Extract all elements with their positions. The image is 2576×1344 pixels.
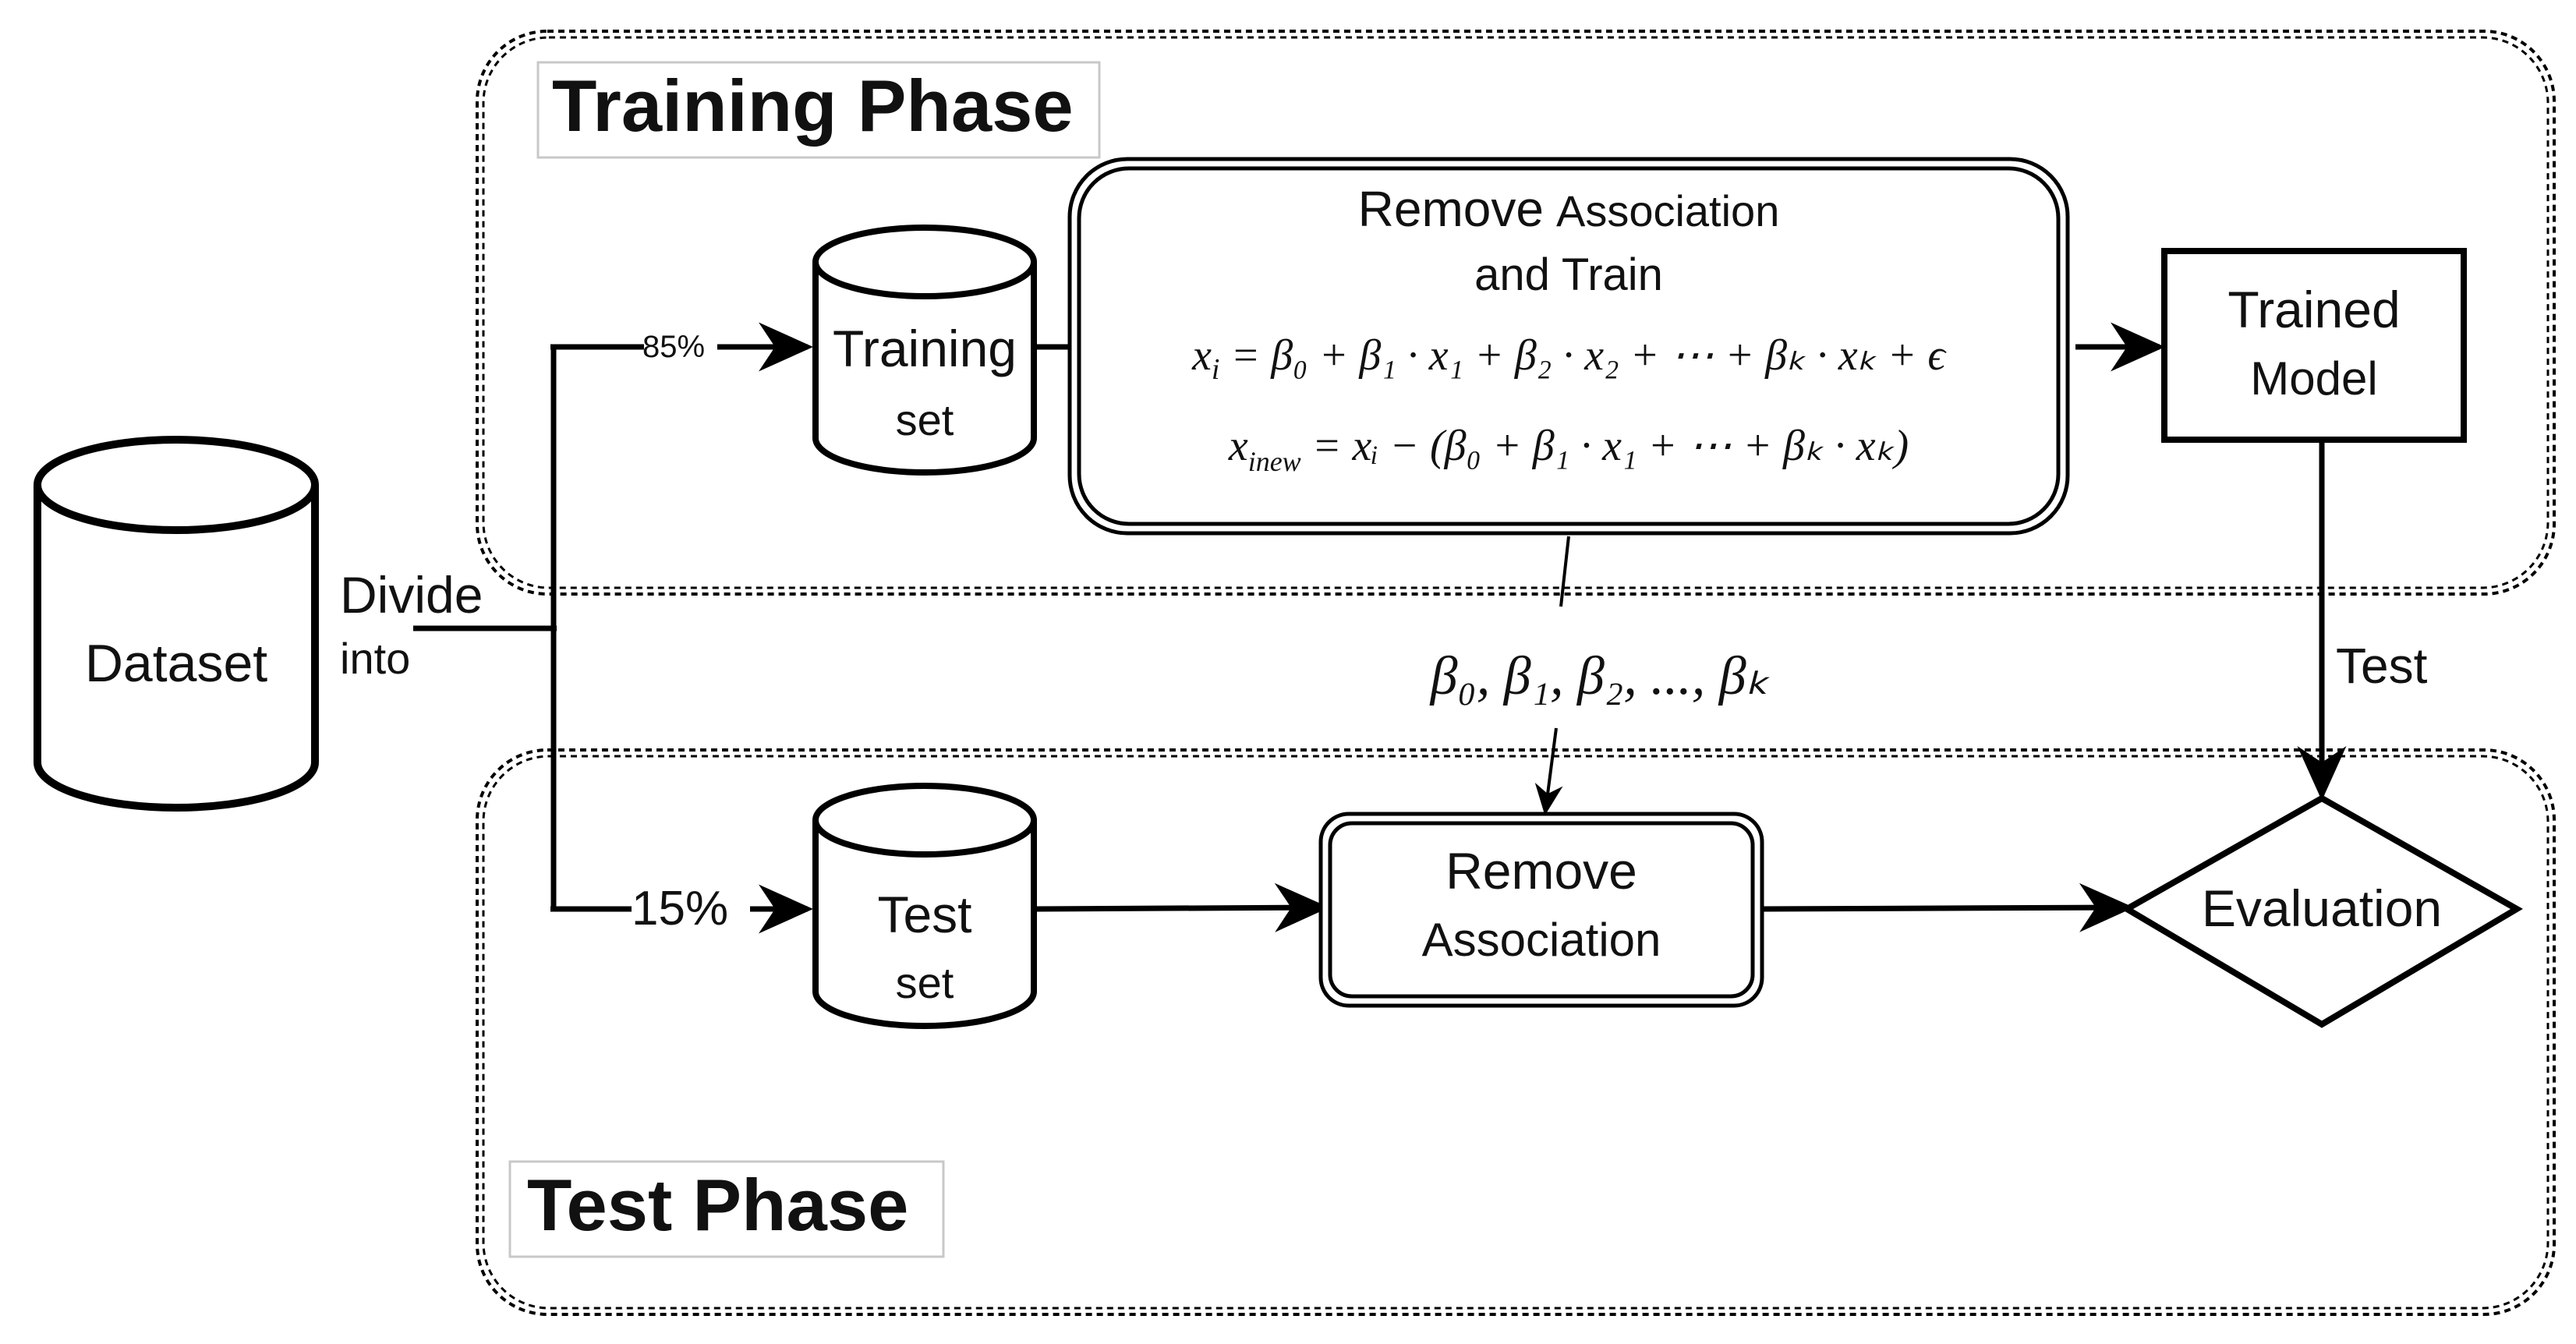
remove-and-train-node	[1067, 157, 2070, 536]
training-phase-title-text: Training Phase	[552, 65, 1074, 147]
evaluation-label: Evaluation	[2202, 879, 2442, 937]
test-edge-label: Test	[2336, 638, 2428, 694]
trained-model-node	[2161, 248, 2467, 443]
remove-association-label-line2: Association	[1422, 914, 1661, 966]
divide-label-line2: into	[340, 634, 410, 683]
split-test-percent: 15%	[632, 882, 728, 935]
test-phase-container	[476, 748, 2556, 1316]
test-set-label-line1: Test	[877, 886, 971, 943]
split-train-percent: 85%	[642, 330, 705, 364]
dataset-node	[34, 436, 319, 812]
test-phase-title-text: Test Phase	[527, 1164, 908, 1246]
trained-model-label-line2: Model	[2250, 352, 2377, 405]
evaluation-node	[2121, 794, 2523, 1028]
trained-model-label-line1: Trained	[2227, 281, 2400, 338]
test-set-to-remove-assoc-arrow	[1035, 882, 1329, 932]
regression-equation: xi = β₀ + β₁ · x₁ + β₂ · x₂ + ⋯ + βₖ · x…	[1191, 331, 1947, 386]
test-set-label-line2: set	[896, 958, 954, 1007]
dataset-label: Dataset	[85, 634, 267, 693]
training-phase-title: Training Phase	[536, 61, 1101, 159]
training-set-label-line2: set	[896, 395, 954, 444]
training-set-label-line1: Training	[833, 320, 1017, 377]
coefficients-arrow	[1534, 727, 1563, 815]
divide-label-line1: Divide	[340, 566, 483, 624]
remove-assoc-to-evaluation-arrow	[1761, 882, 2134, 932]
test-phase-title: Test Phase	[508, 1160, 945, 1258]
coefficients-label: β₀, β₁, β₂, ..., βₖ	[1429, 646, 1771, 706]
coefficients-line-upper	[1559, 536, 1570, 607]
remove-association-node	[1318, 812, 1764, 1008]
test-set-node	[812, 783, 1037, 1029]
connectors	[413, 322, 2347, 934]
remove-association-label-line1: Remove	[1445, 842, 1637, 900]
training-phase-container	[476, 30, 2556, 596]
training-set-node	[812, 225, 1037, 476]
remove-and-train-title-line2: and Train	[1474, 249, 1663, 300]
residual-equation: xinew = xᵢ − (β₀ + β₁ · x₁ + ⋯ + βₖ · xₖ…	[1228, 422, 1909, 477]
